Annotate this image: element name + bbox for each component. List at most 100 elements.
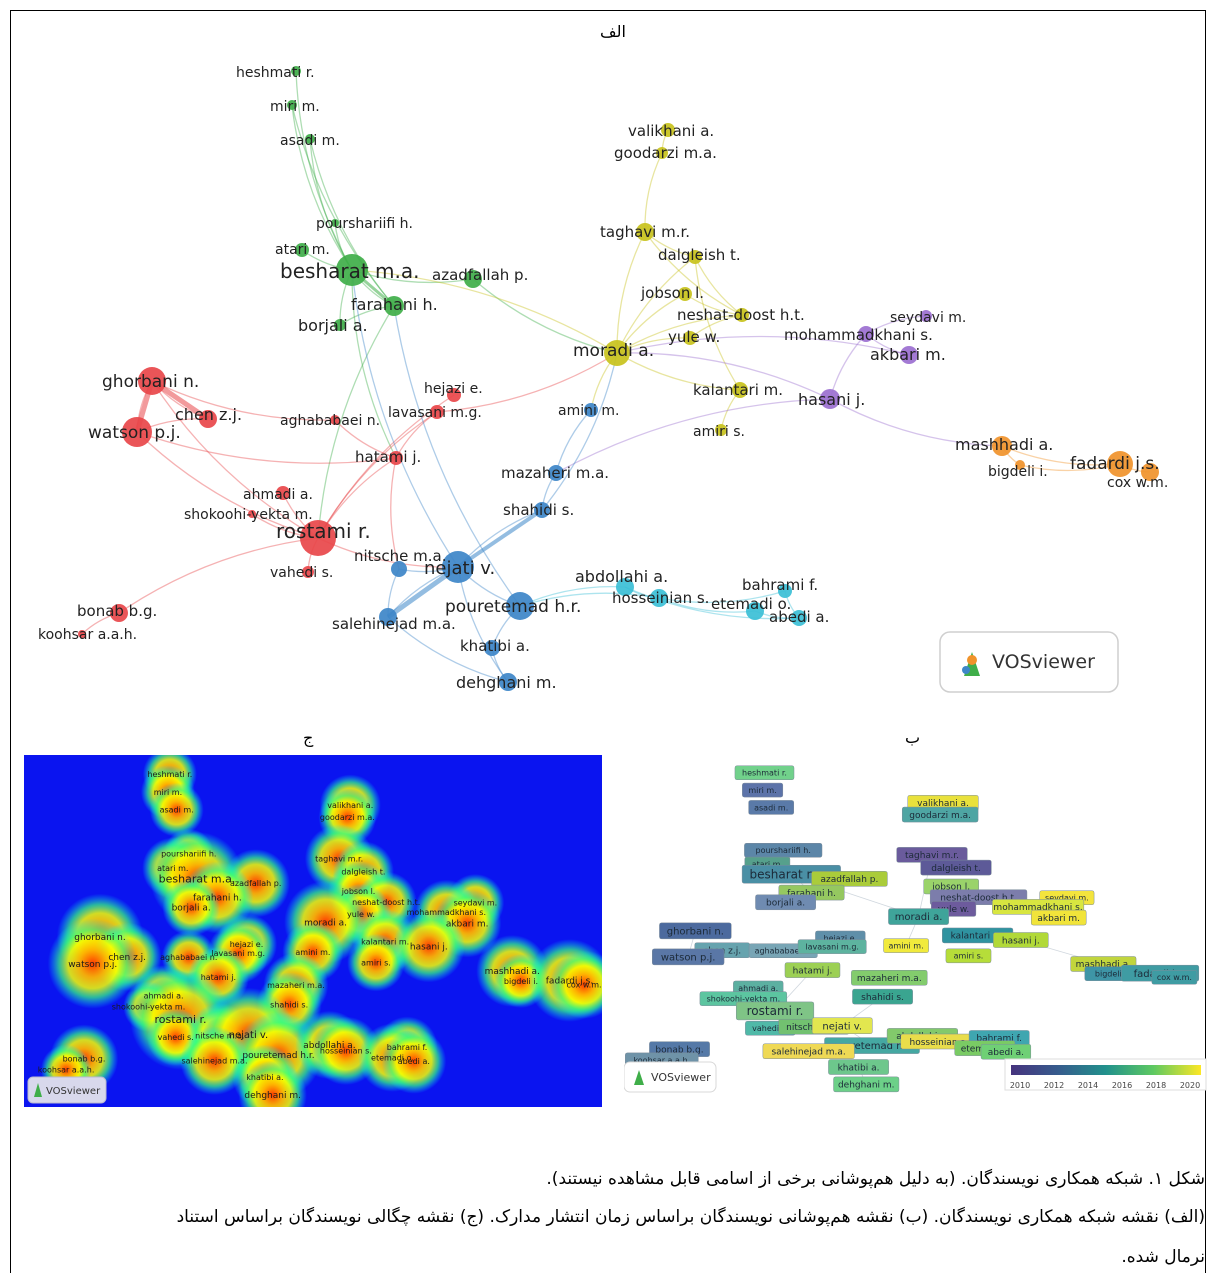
- figure-caption-line-3: نرمال شده.: [1121, 1247, 1205, 1267]
- overlay-box-heshmati-r: [734, 765, 795, 780]
- overlay-label-khatibi-a: khatibi a.: [838, 1063, 880, 1073]
- label-moradi-a: moradi a.: [573, 341, 654, 361]
- overlay-label-vahedi-s: vahedi s.: [752, 1024, 788, 1033]
- density-blob-cox-w-m: [549, 950, 602, 1019]
- edge: [436, 352, 618, 413]
- density-label-taghavi-m-r: taghavi m.r.: [315, 854, 363, 863]
- node-bonab-b-g: [110, 604, 128, 622]
- density-label-akbari-m: akbari m.: [446, 919, 489, 929]
- edge: [393, 305, 521, 607]
- figure-caption-line-1: شکل ۱. شبکه همکاری نویسندگان. (به دلیل ه…: [546, 1169, 1205, 1189]
- overlay-label-koohsar-a-a-h: koohsar a.a.h.: [633, 1056, 690, 1065]
- overlay-label-pourshariifi-h: pourshariifi h.: [755, 846, 810, 855]
- panel-c-title: ج: [303, 728, 314, 747]
- label-azadfallah-p: azadfallah p.: [432, 266, 528, 284]
- node-amiri-s: [715, 424, 727, 436]
- edge: [658, 597, 756, 613]
- density-label-jobson-l: jobson l.: [341, 887, 376, 896]
- density-label-khatibi-a: khatibi a.: [246, 1073, 283, 1082]
- edge: [616, 314, 743, 354]
- label-taghavi-m-r: taghavi m.r.: [600, 223, 690, 241]
- edge: [291, 104, 395, 307]
- node-khatibi-a: [484, 640, 500, 656]
- label-ghorbani-n: ghorbani n.: [102, 372, 199, 392]
- density-label-amini-m: amini m.: [295, 948, 330, 957]
- density-labels: heshmati r.miri m.asadi m.pourshariifi h…: [38, 770, 602, 1101]
- density-label-neshat-doost-h-t: neshat-doost h.t.: [352, 898, 420, 907]
- label-neshat-doost-h-t: neshat-doost h.t.: [677, 306, 805, 324]
- logo-box-b: [624, 1061, 717, 1093]
- edge: [387, 616, 509, 683]
- node-pourshariifi-h: [331, 219, 339, 227]
- label-bigdeli-i: bigdeli i.: [988, 464, 1048, 480]
- label-etemadi-o: etemadi o.: [711, 595, 791, 613]
- node-mohammadkhani-s: [858, 326, 874, 342]
- overlay-label-watson-p-j: watson p.j.: [661, 952, 716, 963]
- density-label-shokoohi-yekta-m: shokoohi-yekta m.: [112, 1003, 186, 1012]
- node-hatami-j: [389, 451, 403, 465]
- edge: [390, 457, 400, 570]
- edge: [456, 508, 544, 569]
- node-seydavi-m: [920, 310, 932, 322]
- node-mashhadi-a: [992, 436, 1012, 456]
- edge: [644, 152, 663, 233]
- density-blob-borjali-a: [162, 878, 220, 937]
- overlay-label-abedi-a: abedi a.: [988, 1048, 1024, 1058]
- density-label-abedi-a: abedi a.: [398, 1057, 430, 1066]
- label-bonab-b-g: bonab b.g.: [77, 602, 157, 620]
- node-watson-p-j: [122, 417, 152, 447]
- overlay-label-yule-w: yule w.: [938, 905, 969, 915]
- node-fadardi-j-s: [1107, 451, 1133, 477]
- overlay-box-lavasani-m-g: [797, 939, 867, 954]
- overlay-label-hejazi-e: hejazi e.: [824, 934, 858, 943]
- overlay-label-atari-m: atari m.: [752, 860, 783, 869]
- overlay-label-taghavi-m-r: taghavi m.r.: [905, 851, 959, 861]
- overlay-label-amiri-s: amiri s.: [954, 952, 984, 961]
- vosviewer-logo-text: VOSviewer: [992, 651, 1095, 673]
- overlay-label-bahrami-f: bahrami f.: [976, 1034, 1022, 1044]
- overlay-label-hosseinian-s: hosseinian s.: [909, 1038, 967, 1048]
- label-akbari-m: akbari m.: [870, 345, 946, 364]
- density-label-farahani-h: farahani h.: [193, 894, 242, 904]
- edge: [624, 586, 800, 620]
- vosviewer-logo-icon: [34, 1083, 42, 1097]
- vosviewer-logo-icon: [634, 1070, 644, 1085]
- node-vahedi-s: [302, 566, 314, 578]
- edge: [136, 431, 397, 464]
- node-abedi-a: [791, 610, 807, 626]
- logo-box-c: [27, 1076, 107, 1104]
- overlay-label-mazaheri-m-a: mazaheri m.a.: [857, 974, 922, 984]
- scale-tick-2018: 2018: [1146, 1081, 1166, 1090]
- label-watson-p-j: watson p.j.: [88, 423, 181, 443]
- overlay-box-asadi-m: [748, 800, 795, 815]
- label-bahrami-f: bahrami f.: [742, 576, 818, 594]
- edge: [136, 431, 319, 539]
- overlay-label-asadi-m: asadi m.: [754, 803, 788, 812]
- edge: [351, 269, 618, 354]
- label-rostami-r: rostami r.: [276, 519, 371, 543]
- node-ahmadi-a: [276, 486, 290, 500]
- overlay-label-dehghani-m: dehghani m.: [838, 1081, 895, 1091]
- overlay-label-shokoohi-yekta-m: shokoohi-yekta m.: [707, 995, 781, 1004]
- nodes: [78, 66, 1159, 691]
- node-moradi-a: [604, 340, 630, 366]
- label-goodarzi-m-a: goodarzi m.a.: [614, 144, 717, 162]
- label-hejazi-e: hejazi e.: [424, 381, 483, 397]
- overlay-box-amiri-s: [945, 948, 992, 964]
- overlay-box-khatibi-a: [828, 1059, 889, 1075]
- overlay-label-aghababaei-n: aghababaei n.: [755, 947, 812, 956]
- overlay-box-amini-m: [883, 938, 929, 953]
- overlay-box-salehinejad-m-a: [762, 1043, 855, 1059]
- density-label-aghababaei-n: aghababaei n.: [160, 953, 217, 962]
- density-label-etemadi-o: etemadi o.: [371, 1053, 414, 1062]
- overlay-label-bonab-b-g: bonab b.g.: [655, 1045, 703, 1055]
- edge: [555, 398, 831, 474]
- density-label-dalgleish-t: dalgleish t.: [341, 868, 385, 877]
- overlay-label-ghorbani-n: ghorbani n.: [667, 926, 724, 937]
- node-chen-z-j: [199, 410, 217, 428]
- node-dalgleish-t: [688, 250, 702, 264]
- overlay-label-pouretemad-h-r: pouretemad h.r.: [832, 1041, 912, 1052]
- overlay-label-akbari-m: akbari m.: [1037, 914, 1080, 924]
- overlay-box-rostami-r: [735, 1001, 815, 1021]
